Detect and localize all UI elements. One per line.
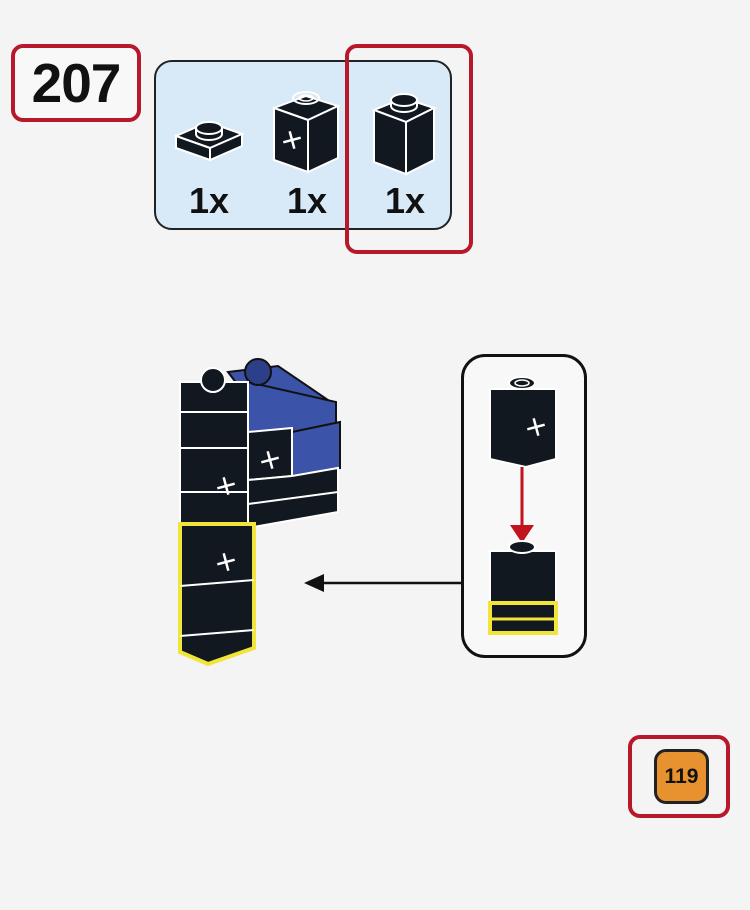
page-number-box: 119 (628, 735, 730, 818)
step-number: 207 (31, 52, 122, 114)
part-quantity: 1x (188, 180, 230, 221)
model-assembly-illustration (178, 358, 341, 667)
part-quantity: 1x (286, 180, 328, 221)
calendar-icon: 119 (654, 749, 709, 804)
placement-arrow-icon (304, 574, 462, 592)
sub-assembly-panel (461, 354, 587, 658)
axle-brick-icon (271, 91, 341, 174)
part-quantity: 1x (384, 180, 426, 221)
part-item: 1x (164, 62, 254, 232)
brick-1x1-icon (371, 93, 437, 176)
part-item: 1x (360, 62, 450, 232)
step-number-box: 207 (11, 44, 141, 122)
parts-list-panel: 1x 1x 1x (154, 60, 452, 230)
part-item: 1x (262, 62, 352, 232)
sub-assembly-illustration (488, 376, 558, 635)
plate-1x1-icon (173, 120, 245, 162)
new-part-callout (345, 44, 473, 254)
page-number: 119 (664, 764, 699, 788)
